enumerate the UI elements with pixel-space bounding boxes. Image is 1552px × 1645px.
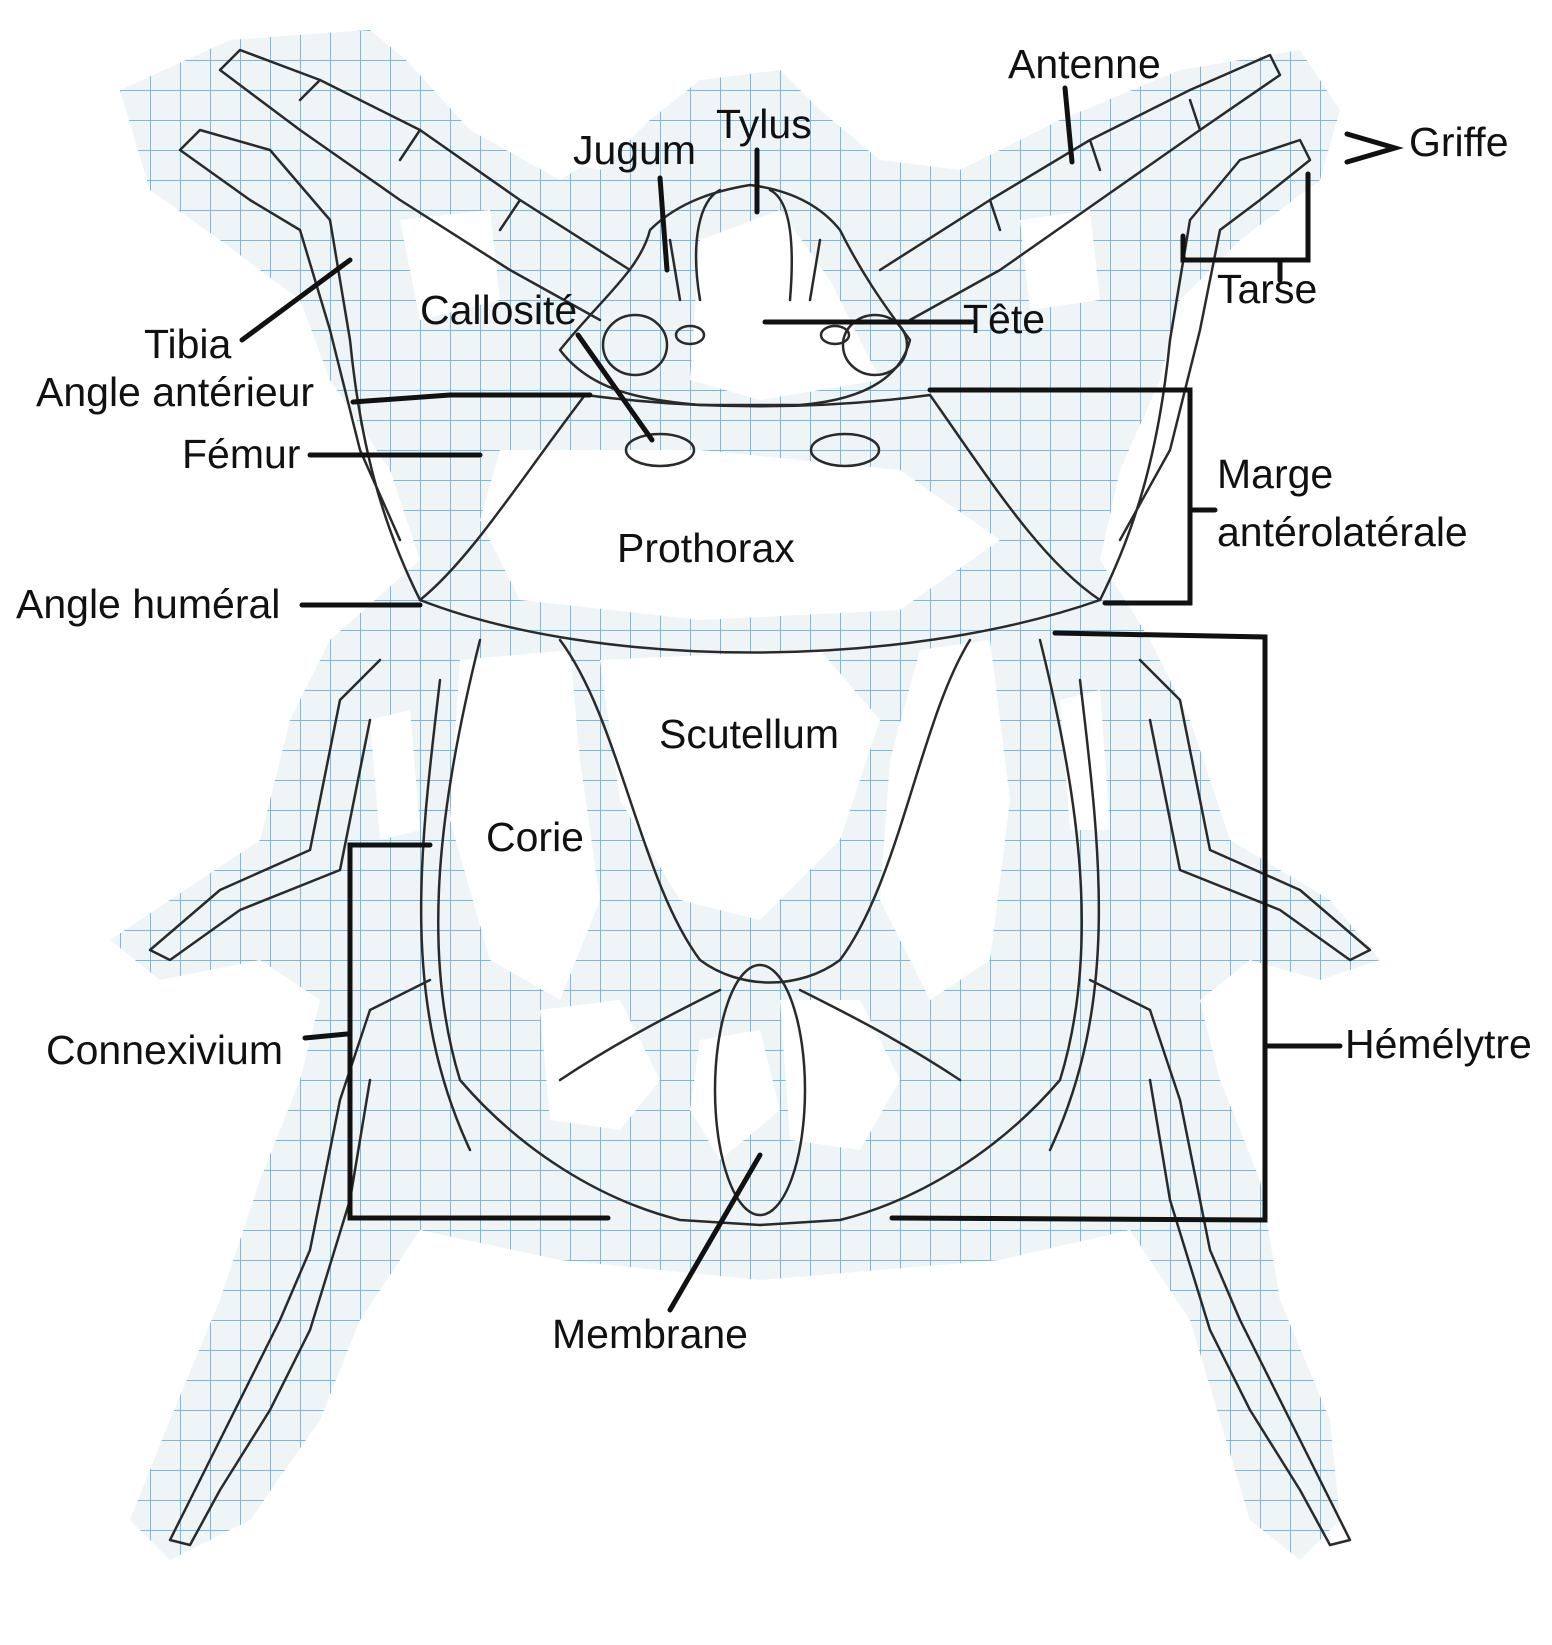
bracket-marge — [927, 387, 1193, 606]
insect-outline — [148, 48, 1372, 1547]
label-griffe: Griffe — [1409, 119, 1509, 165]
label-antenne: Antenne — [1008, 41, 1161, 87]
left-middle-leg — [148, 658, 382, 962]
leader-lines — [239, 85, 1404, 1313]
left-hemelytron — [436, 638, 762, 1227]
label-femur: Fémur — [182, 431, 300, 477]
label-tarse: Tarse — [1217, 266, 1317, 312]
label-corie: Corie — [486, 814, 584, 860]
bracket-tarse — [1180, 171, 1311, 263]
label-prothorax: Prothorax — [617, 525, 795, 571]
label-tylus: Tylus — [716, 101, 812, 147]
label-tete: Tête — [963, 296, 1045, 342]
scutellum-outline — [558, 638, 972, 984]
left-front-leg — [178, 128, 422, 602]
right-middle-leg — [1138, 658, 1372, 962]
leader-tibia — [239, 257, 353, 343]
left-eye — [601, 313, 669, 377]
label-connexivium: Connexivium — [46, 1027, 283, 1073]
label-membrane: Membrane — [552, 1311, 748, 1357]
label-callosite: Callosité — [420, 287, 577, 333]
prothorax-outline — [418, 393, 1102, 654]
labels: Antenne Tylus Jugum Griffe Tarse Tête Ca… — [16, 41, 1532, 1357]
left-hind-leg — [168, 978, 432, 1547]
right-front-leg — [1098, 138, 1312, 602]
label-scutellum: Scutellum — [659, 711, 839, 757]
leader-callosite — [575, 332, 655, 443]
label-marge-line2: antérolatérale — [1217, 509, 1468, 555]
label-hemelytre: Hémélytre — [1345, 1021, 1532, 1067]
label-angle-humeral: Angle huméral — [16, 581, 280, 627]
right-hind-leg — [1088, 978, 1352, 1547]
left-antenna — [218, 48, 632, 322]
leader-angle-anterieur — [350, 392, 593, 405]
bracket-hemelytre — [889, 630, 1268, 1223]
right-antenna — [878, 53, 1282, 322]
leader-jugum — [657, 175, 670, 273]
membrane-oval — [713, 963, 807, 1217]
right-eye — [841, 313, 909, 377]
right-hemelytron — [758, 638, 1084, 1227]
label-tibia: Tibia — [144, 321, 232, 367]
bracket-connexivium — [347, 842, 611, 1221]
leader-antenne — [1062, 85, 1075, 165]
label-angle-anterieur: Angle antérieur — [36, 369, 314, 415]
label-jugum: Jugum — [573, 127, 696, 173]
bracket-griffe — [1344, 131, 1404, 165]
label-marge-line1: Marge — [1217, 451, 1333, 497]
leader-membrane — [667, 1152, 763, 1313]
white-highlights — [370, 20, 1430, 1160]
leader-connexivium — [302, 1031, 350, 1041]
